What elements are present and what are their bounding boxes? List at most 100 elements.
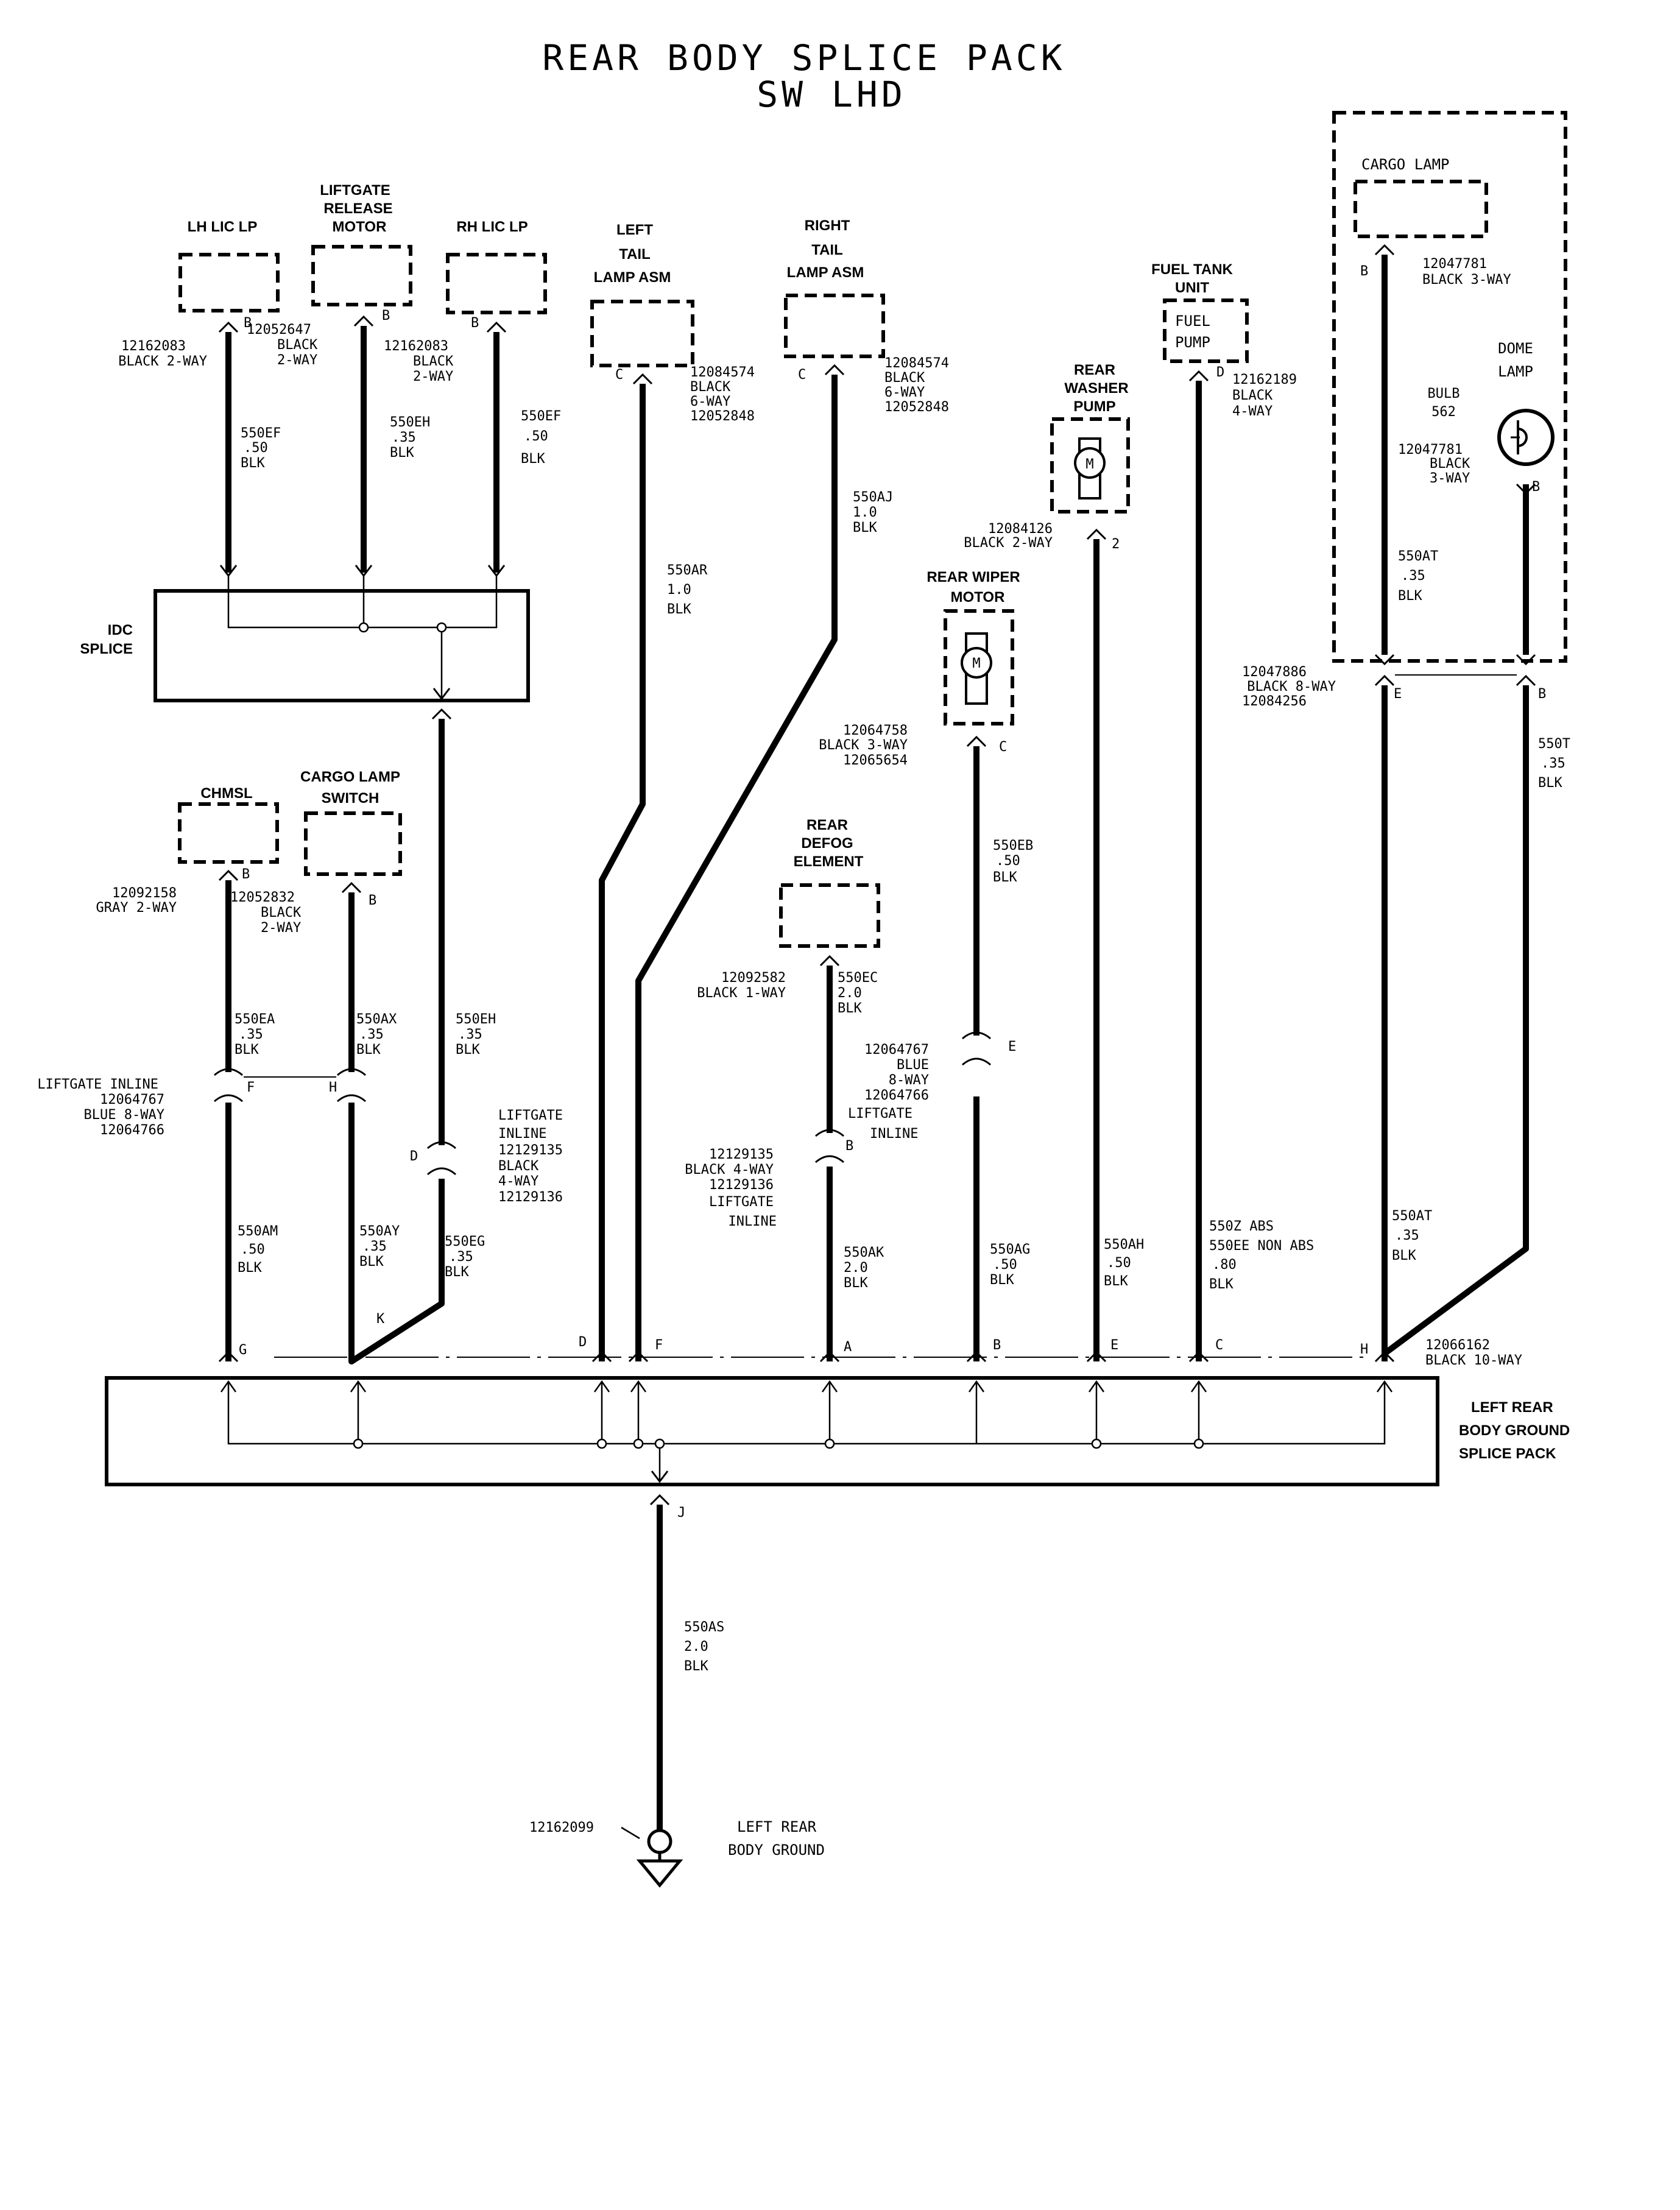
cargo-dome-group: CARGO LAMP DOME LAMP BULB 562	[1332, 111, 1567, 663]
svg-text:.50: .50	[993, 1257, 1017, 1273]
svg-text:B: B	[242, 867, 250, 882]
svg-text:550AX: 550AX	[356, 1012, 397, 1027]
svg-text:BLK: BLK	[667, 602, 691, 617]
dome-lamp-label: DOME	[1498, 340, 1533, 357]
svg-text:BLK: BLK	[521, 451, 545, 467]
svg-text:12064766: 12064766	[100, 1123, 164, 1138]
diagram-title: REAR BODY SPLICE PACK	[542, 37, 1065, 79]
cargo-lamp-label: CARGO LAMP	[1361, 156, 1450, 173]
svg-text:550EB: 550EB	[993, 838, 1033, 853]
svg-text:BODY GROUND: BODY GROUND	[728, 1841, 825, 1859]
svg-text:8-WAY: 8-WAY	[889, 1073, 929, 1088]
svg-text:BLK: BLK	[1392, 1248, 1416, 1263]
svg-text:LH LIC LP: LH LIC LP	[188, 219, 258, 235]
svg-text:BLK: BLK	[1398, 588, 1422, 604]
svg-text:1.0: 1.0	[853, 505, 877, 520]
connector-labels: 12162083 BLACK 2-WAY B 12052647 BLACK 2-…	[37, 256, 1546, 1520]
svg-text:550EH: 550EH	[390, 415, 430, 430]
svg-text:MOTOR: MOTOR	[333, 219, 387, 235]
svg-text:LIFTGATE: LIFTGATE	[709, 1195, 774, 1210]
svg-text:BULB: BULB	[1428, 386, 1460, 401]
svg-text:B: B	[382, 308, 390, 323]
svg-text:.80: .80	[1212, 1257, 1237, 1273]
svg-text:BLACK: BLACK	[1430, 456, 1470, 471]
svg-text:SPLICE: SPLICE	[80, 641, 133, 657]
svg-text:.35: .35	[239, 1027, 263, 1042]
svg-text:LAMP ASM: LAMP ASM	[787, 264, 864, 281]
svg-text:BLK: BLK	[993, 870, 1017, 885]
svg-text:.50: .50	[244, 440, 268, 456]
svg-text:LIFTGATE INLINE: LIFTGATE INLINE	[37, 1077, 158, 1092]
svg-text:BLACK 2-WAY: BLACK 2-WAY	[118, 354, 207, 369]
svg-text:K: K	[376, 1312, 385, 1327]
svg-text:BLUE: BLUE	[897, 1057, 929, 1073]
svg-text:550EE NON ABS: 550EE NON ABS	[1209, 1238, 1314, 1254]
svg-text:550Z ABS: 550Z ABS	[1209, 1219, 1274, 1234]
svg-text:G: G	[239, 1343, 247, 1358]
fuel-tank-unit: FUEL TANK UNIT FUEL PUMP	[1151, 261, 1249, 363]
svg-text:12162083: 12162083	[384, 339, 448, 354]
svg-text:.35: .35	[1541, 756, 1565, 771]
svg-text:C: C	[798, 367, 806, 383]
svg-text:550AH: 550AH	[1104, 1237, 1144, 1252]
svg-text:.35: .35	[1401, 568, 1425, 584]
svg-text:2.0: 2.0	[838, 986, 862, 1001]
svg-text:1.0: 1.0	[667, 582, 691, 598]
svg-text:PUMP: PUMP	[1175, 334, 1210, 351]
svg-text:12052832: 12052832	[230, 890, 295, 905]
svg-text:REAR: REAR	[1074, 362, 1115, 378]
svg-text:BLK: BLK	[1209, 1277, 1234, 1292]
svg-text:LIFTGATE: LIFTGATE	[498, 1108, 563, 1123]
svg-text:12052848: 12052848	[884, 400, 949, 415]
svg-text:PUMP: PUMP	[1073, 398, 1115, 415]
svg-text:ELEMENT: ELEMENT	[794, 853, 864, 870]
svg-text:12129135: 12129135	[498, 1143, 563, 1158]
svg-text:BLK: BLK	[456, 1042, 480, 1057]
svg-text:.50: .50	[241, 1242, 265, 1257]
motor-icon: M	[1074, 437, 1106, 500]
svg-text:BLACK 2-WAY: BLACK 2-WAY	[964, 535, 1053, 551]
svg-text:12129136: 12129136	[498, 1190, 563, 1205]
svg-text:.35: .35	[449, 1249, 473, 1265]
svg-text:12129135: 12129135	[709, 1147, 774, 1162]
svg-text:12064767: 12064767	[864, 1042, 929, 1057]
svg-text:BLACK: BLACK	[884, 370, 925, 386]
svg-text:550AJ: 550AJ	[853, 490, 893, 505]
svg-text:LEFT: LEFT	[616, 222, 653, 238]
svg-text:550AM: 550AM	[238, 1224, 278, 1239]
bulb-icon	[1497, 409, 1555, 466]
svg-text:.50: .50	[1107, 1255, 1131, 1271]
svg-text:B: B	[1538, 687, 1546, 702]
svg-text:BLACK 3-WAY: BLACK 3-WAY	[819, 738, 908, 753]
svg-text:550AS: 550AS	[684, 1620, 724, 1635]
svg-text:SWITCH: SWITCH	[322, 790, 379, 807]
svg-text:REAR: REAR	[806, 817, 848, 833]
svg-text:B: B	[993, 1338, 1001, 1353]
svg-text:C: C	[999, 740, 1007, 755]
svg-text:BLK: BLK	[356, 1042, 381, 1057]
svg-text:550T: 550T	[1538, 736, 1570, 752]
svg-text:.50: .50	[524, 429, 548, 444]
svg-text:.50: .50	[996, 853, 1020, 869]
svg-text:BLACK 4-WAY: BLACK 4-WAY	[685, 1162, 774, 1177]
cargo-lamp-switch: CARGO LAMP SWITCH	[300, 769, 402, 876]
svg-text:550EH: 550EH	[456, 1012, 496, 1027]
svg-text:BLACK 8-WAY: BLACK 8-WAY	[1247, 679, 1336, 694]
svg-text:TAIL: TAIL	[811, 242, 843, 258]
chmsl: CHMSL	[178, 785, 279, 864]
rear-washer-pump: REAR WASHER PUMP M	[1050, 362, 1130, 514]
svg-text:12092582: 12092582	[721, 970, 786, 986]
svg-text:LEFT REAR: LEFT REAR	[1471, 1399, 1553, 1416]
svg-text:550AY: 550AY	[359, 1224, 400, 1239]
svg-text:2-WAY: 2-WAY	[277, 353, 317, 368]
svg-text:UNIT: UNIT	[1175, 280, 1209, 296]
svg-text:WASHER: WASHER	[1064, 380, 1128, 397]
svg-text:IDC: IDC	[108, 622, 133, 638]
svg-text:BLACK: BLACK	[1232, 388, 1273, 403]
svg-text:RELEASE: RELEASE	[323, 200, 392, 217]
svg-text:LIFTGATE: LIFTGATE	[320, 182, 390, 199]
wire-labels: 550EF .50 BLK 550EH .35 BLK 550EF .50 BL…	[235, 409, 1570, 1674]
svg-text:12162083: 12162083	[121, 339, 186, 354]
svg-text:C: C	[615, 367, 623, 383]
